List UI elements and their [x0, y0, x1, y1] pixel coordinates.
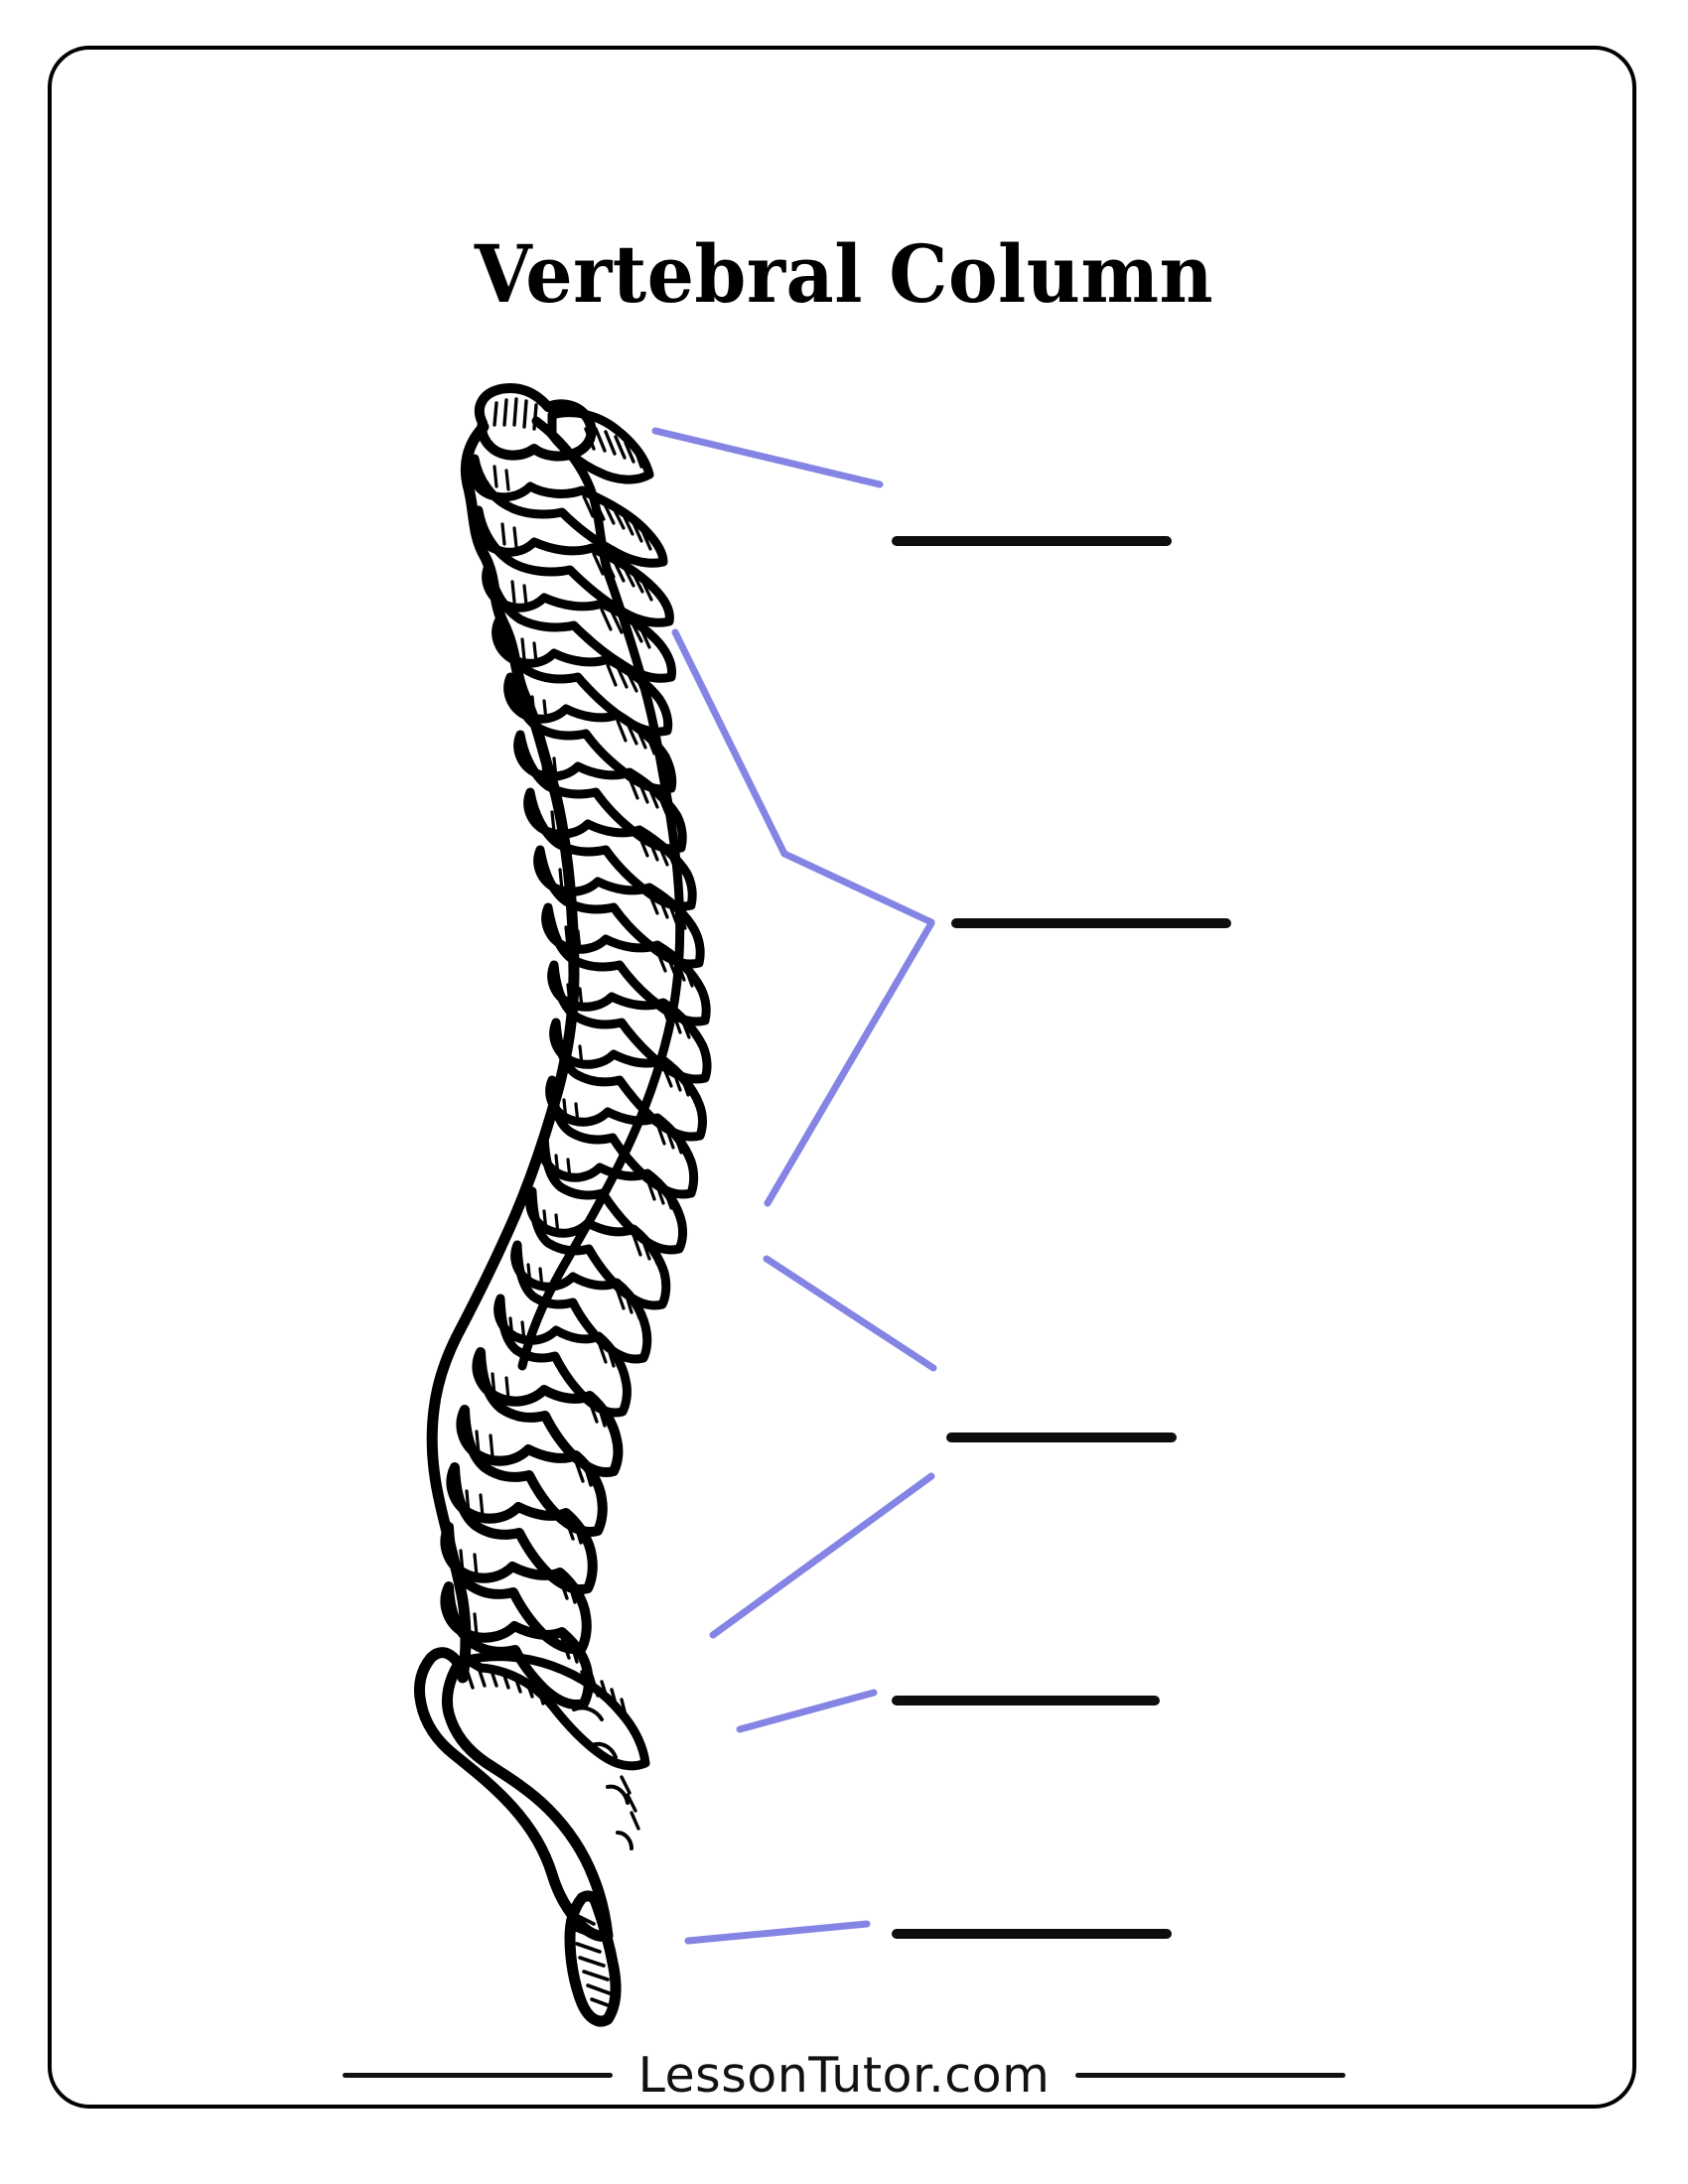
leader-lines — [651, 427, 937, 1945]
leader-line-2b — [780, 850, 935, 926]
hatching-c5 — [600, 608, 651, 649]
hatching-sacrum — [465, 1666, 640, 1831]
footer-brand[interactable]: LessonTutor.com — [637, 2047, 1051, 2104]
leader-line-2c — [764, 919, 935, 1207]
hatching-c4 — [592, 552, 653, 602]
leader-line-2a — [671, 628, 788, 858]
sacral-detail — [572, 1706, 633, 1850]
footer-rule-right — [1075, 2073, 1346, 2078]
leader-line-3 — [763, 1255, 937, 1372]
leader-line-1 — [651, 427, 884, 488]
footer-rule-left — [342, 2073, 613, 2078]
hatching-c2 — [584, 427, 643, 469]
hatching-c3 — [582, 494, 652, 551]
page-title: Vertebral Column — [474, 226, 1214, 321]
leader-line-5 — [736, 1689, 878, 1733]
hatching-coccyx — [574, 1914, 613, 2008]
hatching-c7 — [616, 719, 656, 755]
answer-blank-lines — [892, 536, 1231, 1939]
spine-illustration — [413, 383, 712, 2027]
footer: LessonTutor.com — [0, 2047, 1688, 2104]
leader-line-6 — [684, 1920, 871, 1945]
hatching-vertebral-bodies — [459, 465, 584, 1637]
hatching-c6 — [606, 663, 647, 699]
hatching-c1 — [492, 397, 538, 431]
leader-line-4 — [709, 1472, 935, 1639]
